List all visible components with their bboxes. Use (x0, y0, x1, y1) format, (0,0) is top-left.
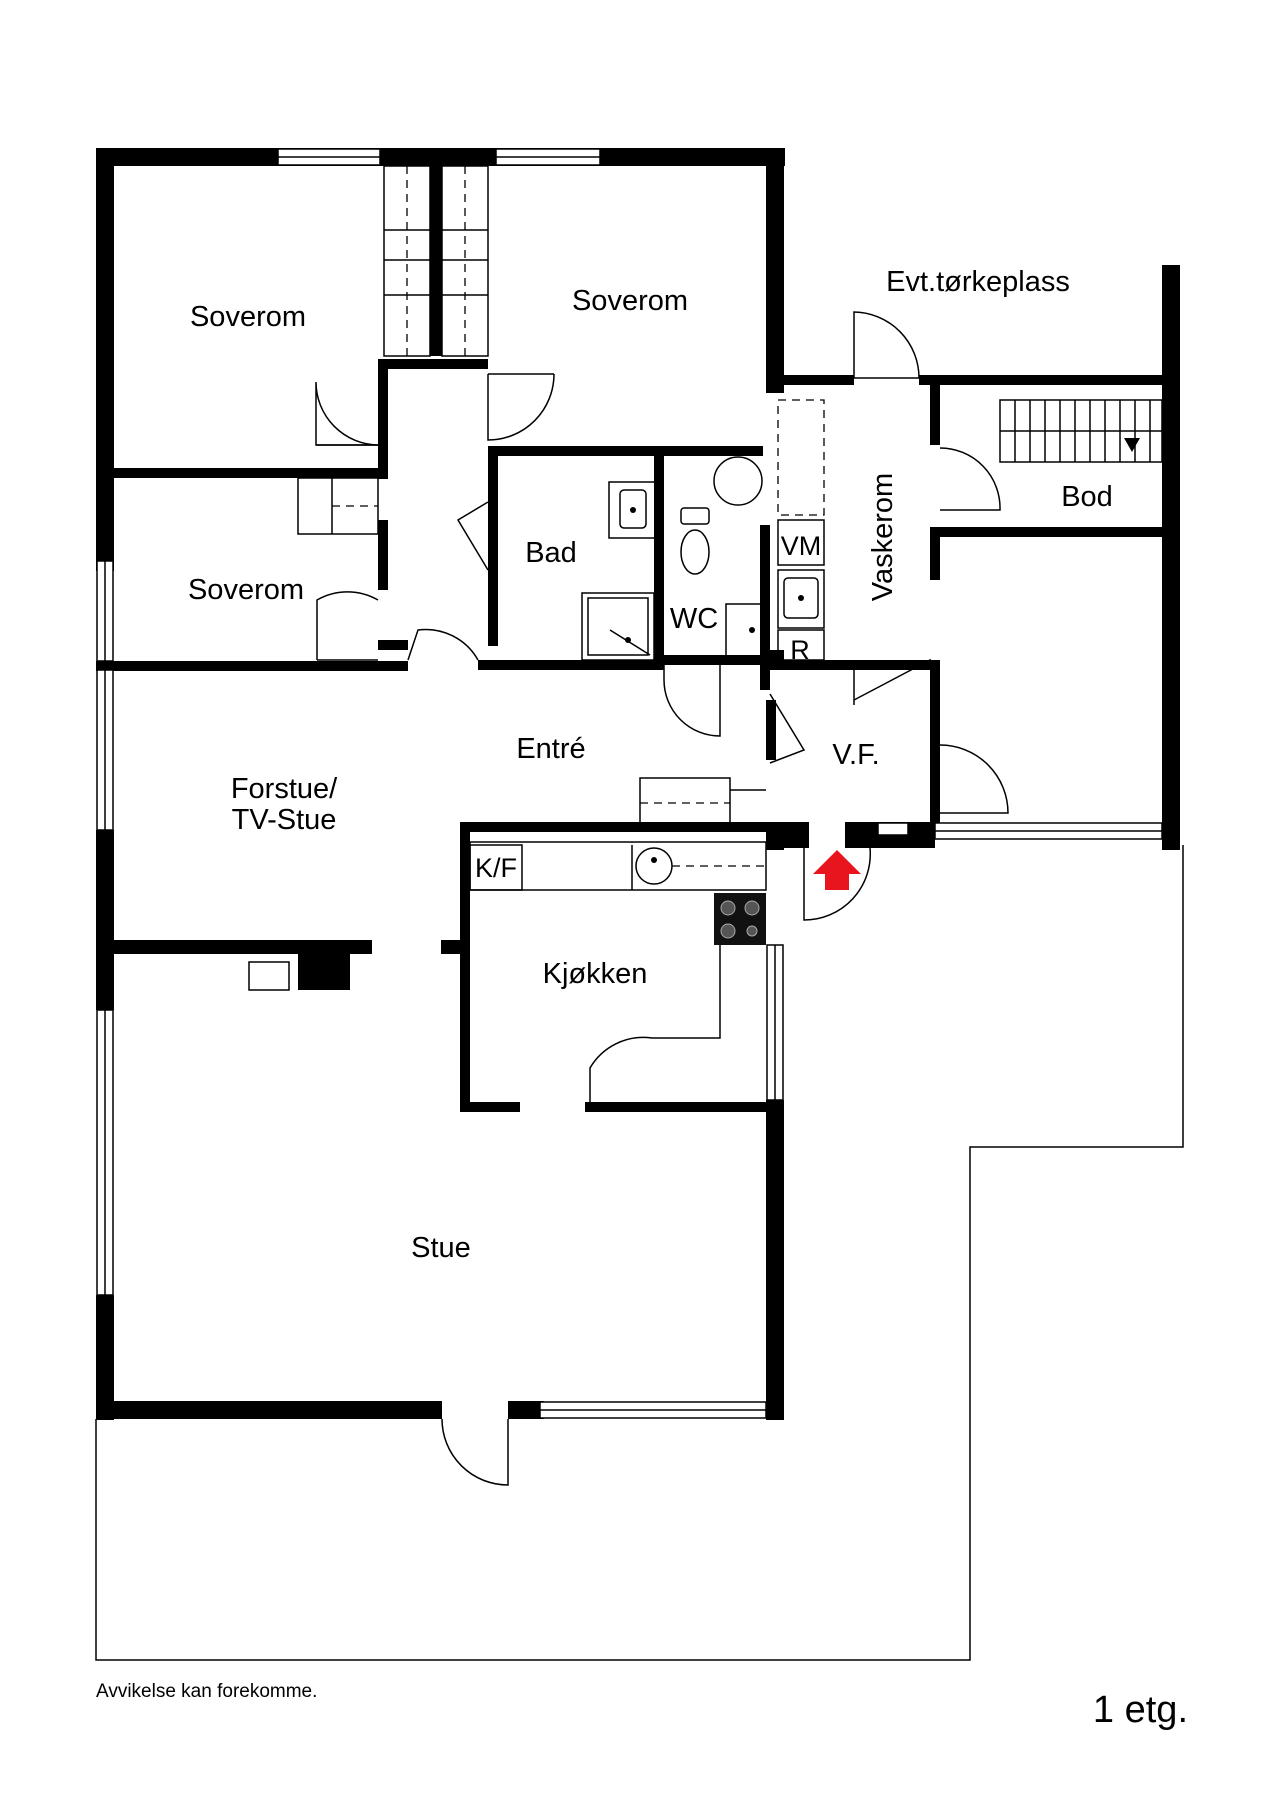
entrance-arrow-icon (813, 850, 861, 890)
room-label-tv-stue: TV-Stue (232, 804, 337, 836)
fixtures (248, 165, 1163, 991)
level-label: 1 etg. (1093, 1689, 1188, 1731)
fixture-label-r: R (790, 635, 810, 665)
doors (315, 311, 1009, 1486)
room-label-vaskerom: Vaskerom (867, 473, 899, 601)
room-label-bod: Bod (1061, 481, 1113, 513)
fixture-label-vm: VM (781, 531, 822, 561)
room-label-forstue: Forstue/ (231, 773, 338, 805)
walls (96, 148, 1180, 1420)
room-label-soverom-1: Soverom (190, 301, 306, 333)
room-label-bad: Bad (525, 537, 577, 569)
room-label-vf: V.F. (832, 739, 879, 771)
disclaimer-text: Avvikelse kan forekomme. (96, 1681, 317, 1702)
room-label-entre: Entré (516, 733, 585, 765)
stairs (999, 399, 1163, 463)
room-labels: Soverom Soverom Soverom Bad WC VM R Vask… (188, 266, 1113, 1264)
terrace-outline (95, 845, 1184, 1661)
windows (96, 148, 1163, 1419)
room-label-soverom-3: Soverom (188, 574, 304, 606)
fixture-label-kf: K/F (475, 853, 517, 883)
area-label-torkeplass: Evt.tørkeplass (886, 266, 1070, 298)
room-label-wc: WC (670, 603, 718, 635)
room-label-kjokken: Kjøkken (543, 958, 648, 990)
room-label-soverom-2: Soverom (572, 285, 688, 317)
room-label-stue: Stue (411, 1232, 471, 1264)
